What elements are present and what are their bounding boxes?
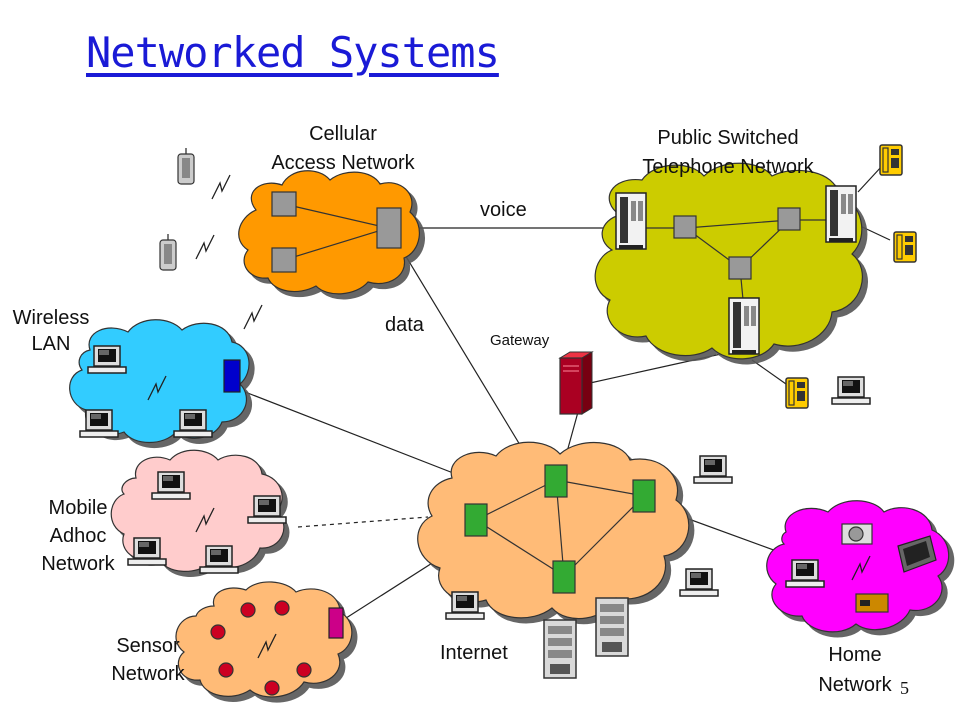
wireless-link-icon [195,234,215,260]
wlan-label-line1: Wireless [12,307,90,329]
home-label-line1: Home [828,644,882,666]
cellular-router [271,247,297,273]
television-icon [897,535,937,573]
computer-icon [679,568,719,597]
internet-router [544,464,568,498]
internet-router [464,503,488,537]
server-icon [543,619,577,679]
pstn-label-line1: Public Switched [657,127,799,149]
adhoc-label-line1: Mobile [48,497,108,519]
laptop-icon [127,537,167,566]
pstn-router [777,207,801,231]
page-number: 5 [900,678,909,698]
wlan-label-line2: LAN [31,333,71,355]
gateway-pstn-link [589,351,731,384]
internet-nodes [464,464,656,594]
home-cloud [766,500,950,633]
laptop-icon [247,495,287,524]
internet-router [552,560,576,594]
telephone-icon [879,144,903,176]
mobile-phone-icon [177,148,195,185]
sensor-node [218,662,234,678]
camera-icon [841,523,873,545]
cellular-network-label: Cellular Access Network [258,120,428,178]
computer-icon [785,559,825,588]
laptop-icon [79,409,119,438]
pstn-phone-link-1 [857,165,883,193]
pstn-label-line2: Telephone Network [642,156,814,178]
internet-router [632,479,656,513]
gateway-label: Gateway [490,332,550,349]
laptop-icon [199,545,239,574]
pstn-router [673,215,697,239]
telephone-icon [785,377,809,409]
adhoc-internet-link [297,516,429,528]
sensor-node [274,600,290,616]
pstn-label: Public Switched Telephone Network [618,124,838,182]
sensor-node [240,602,256,618]
sensor-cloud [175,581,353,698]
gateway-server-icon [558,351,594,415]
pstn-nodes [630,207,840,311]
sensor-nodes [210,600,312,696]
wireless-link-icon [243,304,263,330]
cellular-nodes [271,191,402,273]
adhoc-label: Mobile Adhoc Network [28,494,128,578]
telephone-icon [893,231,917,263]
adhoc-label-line2: Adhoc [49,525,107,547]
sensor-label: Sensor Network [98,632,198,688]
telephone-switch-icon [825,185,857,243]
access-point-icon [223,359,241,393]
appliance-icon [855,593,889,613]
telephone-switch-icon [728,297,760,355]
computer-icon [693,455,733,484]
cellular-router [271,191,297,217]
computer-icon [831,376,871,405]
sensor-node [264,680,280,696]
cellular-label-line2: Access Network [271,152,415,174]
laptop-icon [173,409,213,438]
telephone-switch-icon [615,192,647,250]
wireless-link-icon [211,174,231,200]
internet-label: Internet [440,642,508,664]
sensor-node [296,662,312,678]
page-title: Networked Systems [86,28,500,77]
wlan-label: Wireless LAN [2,305,100,357]
pstn-phone-link-3 [751,359,787,385]
home-label-line2: Network [818,674,892,696]
cellular-label-line1: Cellular [309,123,377,145]
sensor-node [210,624,226,640]
sensor-label-line2: Network [111,663,185,685]
pstn-phone-link-2 [857,224,891,241]
data-label: data [385,314,424,336]
sensor-label-line1: Sensor [116,635,180,657]
computer-icon [445,591,485,620]
voice-label: voice [480,199,527,221]
sensor-gateway-icon [328,607,344,639]
mobile-phone-icon [159,234,177,271]
data-link [395,239,541,479]
pstn-router [728,256,752,280]
adhoc-label-line3: Network [41,553,115,575]
server-icon [595,597,629,657]
cellular-base-station [376,207,402,249]
internet-cloud [417,441,690,620]
wlan-internet-link [239,389,467,479]
laptop-icon [151,471,191,500]
home-label: Home Network [800,640,910,700]
